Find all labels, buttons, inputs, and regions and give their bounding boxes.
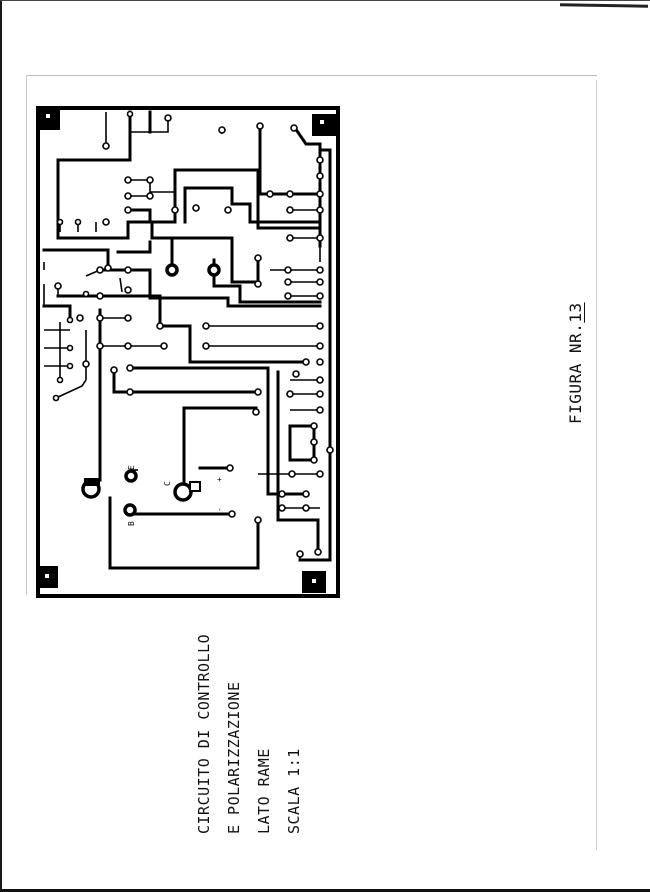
label-emitter: E bbox=[127, 465, 136, 470]
board-outline bbox=[36, 106, 340, 598]
caption-subtitle: E POLARIZZAZIONE bbox=[225, 681, 243, 835]
label-minus: - bbox=[215, 507, 224, 512]
drawing-frame-left bbox=[26, 75, 27, 595]
drawing-frame-right bbox=[596, 80, 597, 850]
figure-number: 13 bbox=[566, 302, 585, 323]
drawing-frame-top bbox=[27, 75, 597, 76]
pad-stub bbox=[84, 478, 100, 486]
figure-prefix: FIGURA NR. bbox=[566, 322, 585, 424]
figure-caption: FIGURA NR.13 bbox=[566, 302, 585, 424]
scan-edge-top bbox=[0, 0, 650, 1]
copper-tracks-signal bbox=[43, 112, 321, 560]
caption-scale: SCALA 1:1 bbox=[285, 748, 303, 834]
scan-edge-bottom bbox=[0, 889, 650, 892]
caption-title: CIRCUITO DI CONTROLLO bbox=[195, 633, 213, 834]
pad-stub bbox=[189, 481, 201, 492]
caption-side: LATO RAME bbox=[255, 748, 273, 834]
label-plus: + bbox=[215, 477, 224, 482]
label-collector: C bbox=[163, 481, 172, 486]
mounting-pads bbox=[38, 108, 336, 593]
component-pads bbox=[52, 110, 334, 558]
label-base: B bbox=[127, 521, 136, 526]
scan-edge-left bbox=[0, 0, 2, 892]
